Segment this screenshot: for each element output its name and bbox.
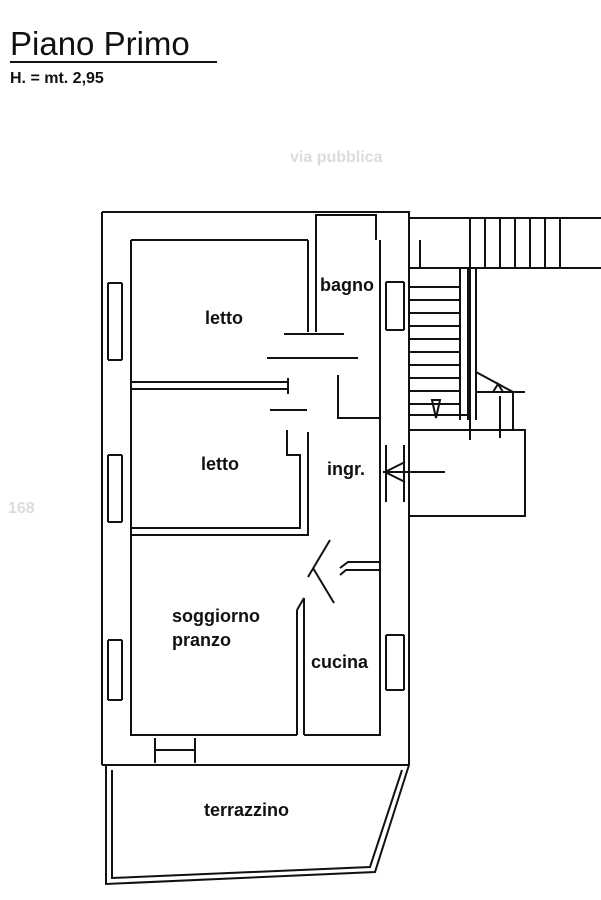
bagno-lower-wall — [337, 375, 380, 419]
faded-number-label: 168 — [8, 500, 35, 517]
room-label-ingresso: ingr. — [327, 459, 365, 479]
entrance-landing — [409, 429, 526, 517]
inner-wall-right — [304, 240, 381, 736]
room-label-letto-mid: letto — [201, 454, 239, 474]
door-swing-cucina — [312, 567, 335, 604]
stair-rails — [459, 268, 477, 420]
window-left-1 — [107, 282, 123, 361]
stair-arrow-down — [430, 399, 442, 419]
page-title: Piano Primo — [10, 25, 190, 62]
window-right-2 — [385, 634, 405, 691]
letto-mid-wall — [131, 430, 301, 529]
faded-street-label: via pubblica — [290, 149, 383, 166]
room-label-bagno: bagno — [320, 275, 374, 295]
room-label-soggiorno: soggiorno — [172, 606, 260, 626]
window-right-1 — [385, 281, 405, 331]
room-label-letto-top: letto — [205, 308, 243, 328]
room-label-terrazzino: terrazzino — [204, 800, 289, 820]
stair-steps-upper — [469, 218, 561, 268]
stair-frame — [419, 240, 471, 440]
inner-wall-left — [130, 240, 297, 736]
letto-mid-wall-outer — [131, 432, 309, 536]
terrazzino-outline — [105, 764, 410, 886]
room-label-pranzo: pranzo — [172, 630, 231, 650]
window-left-3 — [107, 639, 123, 701]
terrace-door — [154, 738, 196, 763]
bagno-niche — [315, 214, 377, 240]
room-label-cucina: cucina — [311, 652, 369, 672]
window-left-2 — [107, 454, 123, 523]
cucina-door-wall — [339, 561, 380, 569]
walls — [101, 211, 601, 886]
entrance-opening — [385, 445, 405, 502]
stair-steps-lower — [409, 286, 460, 405]
stair-arrow-up — [491, 382, 505, 393]
height-note: H. = mt. 2,95 — [10, 70, 104, 87]
